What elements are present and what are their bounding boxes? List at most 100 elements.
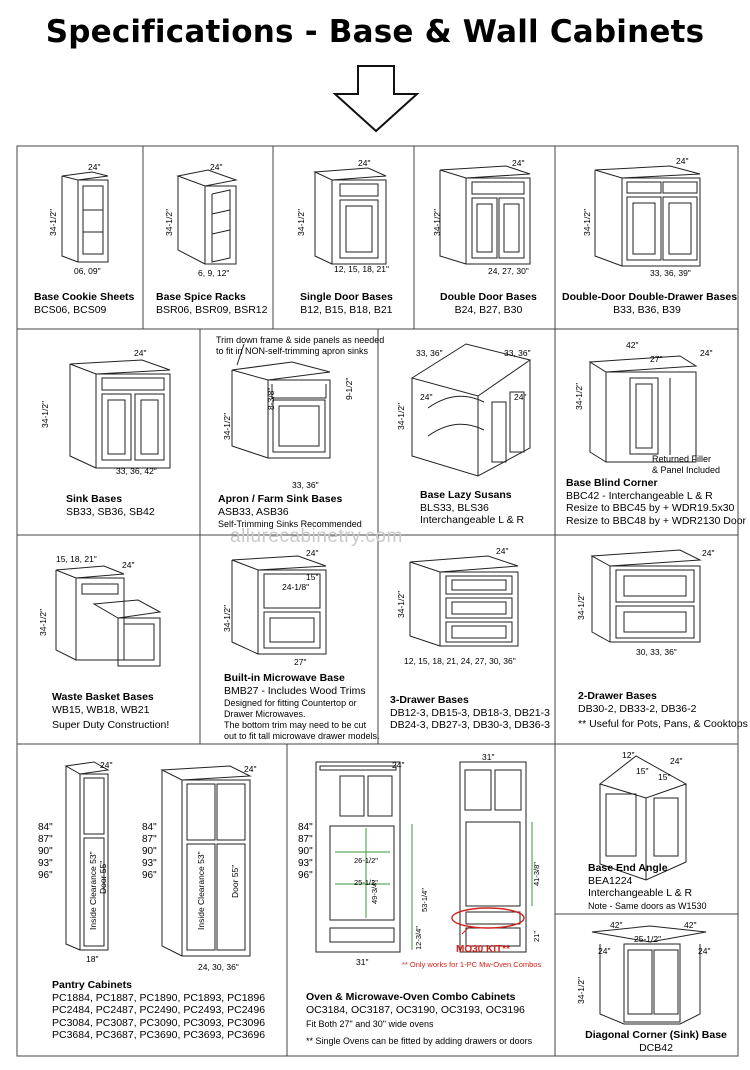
dim-depth: 24"	[122, 560, 135, 570]
height-value: 87"	[298, 834, 313, 845]
dim-width3: 15"	[636, 766, 649, 776]
note: Self-Trimming Sinks Recommended	[218, 519, 362, 529]
height-value: 87"	[38, 834, 53, 845]
note: ** Useful for Pots, Pans, & Cooktops	[578, 718, 748, 730]
dim-width: 24"	[100, 760, 113, 770]
single-door-base-drawing	[313, 167, 387, 265]
codes-line: DB12-3, DB15-3, DB18-3, DB21-3	[390, 706, 550, 719]
codes-line: PC3084, PC3087, PC3090, PC3093, PC3096	[52, 1016, 266, 1029]
mo30-kit-note: ** Only works for 1-PC Mw-Oven Combos	[402, 960, 542, 969]
spice-rack-cabinet-drawing	[176, 169, 238, 265]
end-angle-base-drawing	[598, 755, 688, 881]
codes: BLS33, BLS36	[420, 501, 489, 514]
note: Interchangeable L & R	[420, 514, 525, 526]
codes: BBC42 - Interchangeable L & R	[566, 489, 713, 502]
dim-width2: 27"	[650, 354, 663, 364]
title: Apron / Farm Sink Bases	[218, 493, 343, 505]
dim-depth: 6, 9, 12"	[198, 268, 230, 278]
note-line: Drawer Microwaves.	[224, 709, 306, 719]
dim-depth: 27"	[294, 657, 307, 667]
height-value: 93"	[298, 858, 313, 869]
title: Base Lazy Susans	[420, 489, 512, 501]
dim-depth: 24, 27, 30"	[488, 266, 529, 276]
note: Resize to BBC45 by + WDR19.5x30	[566, 502, 735, 514]
dim-width1: 33, 36"	[416, 348, 443, 358]
dim-depth: 33, 36"	[292, 480, 319, 490]
dim-depth: 12, 15, 18, 21"	[334, 264, 390, 274]
dim-depth1: 24"	[598, 946, 611, 956]
down-arrow-icon	[332, 65, 420, 133]
title: Base Spice Racks	[156, 291, 246, 303]
note-line: Designed for fitting Countertop or	[224, 698, 357, 708]
dim-depth1: 24"	[420, 392, 433, 402]
dim-width: 24"	[134, 348, 147, 358]
note-line: & Panel Included	[652, 465, 721, 475]
codes: DB30-2, DB33-2, DB36-2	[578, 702, 697, 715]
pantry-clearance: Inside Clearance 53"	[88, 851, 98, 930]
title: Waste Basket Bases	[52, 691, 154, 703]
dim-height: 34-1/2"	[296, 208, 306, 236]
pantry-door-2: Door 55"	[230, 864, 240, 898]
note-line: out to fit tall microwave drawer models.	[224, 731, 380, 741]
dim-width2: 24"	[244, 764, 257, 774]
microwave-base-drawing	[231, 555, 327, 655]
dim-width: 24"	[512, 158, 525, 168]
title: Pantry Cabinets	[52, 979, 132, 991]
codes: DCB42	[639, 1041, 673, 1054]
cookie-sheet-cabinet-drawing	[61, 171, 109, 263]
dim-height: 34-1/2"	[48, 208, 58, 236]
dim-width: 24"	[210, 162, 223, 172]
title: Double Door Bases	[440, 291, 537, 303]
dim-height: 34-1/2"	[40, 400, 50, 428]
dim-depth: 12, 15, 18, 21, 24, 27, 30, 36"	[404, 656, 516, 666]
three-drawer-base-drawing	[409, 555, 519, 647]
height-value: 84"	[142, 822, 157, 833]
dim-width: 24"	[358, 158, 371, 168]
height-value: 90"	[142, 846, 157, 857]
title: Single Door Bases	[300, 291, 393, 303]
height-value: 84"	[38, 822, 53, 833]
dim-width: 24"	[496, 546, 509, 556]
diagonal-corner-base-drawing	[591, 925, 707, 1025]
height-value: 96"	[142, 870, 157, 881]
note: Super Duty Construction!	[52, 719, 170, 731]
dim-width3: 25-1/2"	[634, 934, 662, 944]
pantry-cabinet-drawing	[64, 761, 252, 957]
dim-width1: 42"	[610, 920, 623, 930]
page-title: Specifications - Base & Wall Cabinets	[45, 14, 705, 50]
sink-base-drawing	[69, 359, 171, 469]
dim-depth2: 24"	[514, 392, 527, 402]
two-drawer-base-drawing	[590, 549, 702, 643]
note: Resize to BBC48 by + WDR2130 Door	[566, 514, 747, 527]
dim-width-2: 31"	[482, 752, 495, 762]
dim-depth: 33, 36, 39"	[650, 268, 691, 278]
blind-corner-base-drawing	[588, 355, 698, 463]
dim-inside-4: 53-1/4"	[420, 888, 429, 912]
dim-inside-height: 15"	[306, 572, 319, 582]
dim-width: 15, 18, 21"	[56, 554, 97, 564]
note2: ** Single Ovens can be fitted by adding …	[306, 1036, 533, 1046]
dim-height: 34-1/2"	[164, 208, 174, 236]
dim-inside-1: 26-1/2"	[354, 856, 378, 865]
height-value: 84"	[298, 822, 313, 833]
dim-inside-3: 49-3/4"	[370, 880, 379, 904]
note-line: The bottom trim may need to be cut	[224, 720, 367, 730]
dim-width-1: 31"	[356, 957, 369, 967]
codes: BMB27 - Includes Wood Trims	[224, 684, 366, 697]
title: Base Blind Corner	[566, 477, 658, 489]
dim-width1: 12"	[622, 750, 635, 760]
dim-depth: 06, 09"	[74, 266, 101, 276]
height-value: 90"	[38, 846, 53, 857]
